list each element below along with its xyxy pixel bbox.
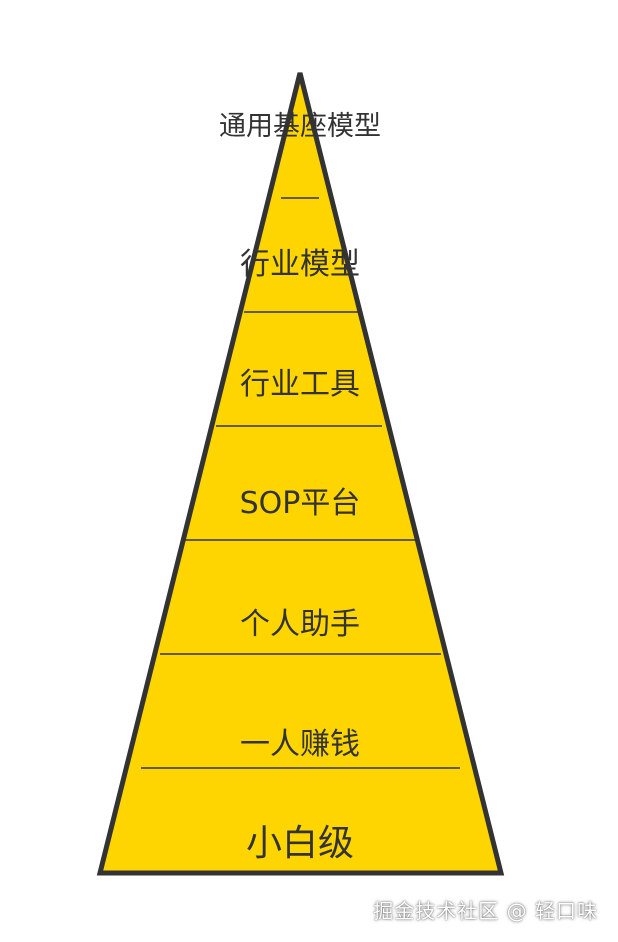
watermark: 掘金技术社区 @ 轻口味	[373, 899, 598, 923]
level-label-beginner: 小白级	[246, 823, 354, 864]
level-label-sop-platform: SOP平台	[240, 486, 361, 521]
level-label-industry-model: 行业模型	[240, 247, 360, 282]
pyramid-shape	[96, 72, 505, 876]
level-label-solo-earning: 一人赚钱	[240, 727, 360, 762]
level-label-industry-tools: 行业工具	[240, 367, 360, 402]
level-label-base-model: 通用基座模型	[219, 111, 381, 142]
level-label-personal-assistant: 个人助手	[240, 607, 360, 642]
